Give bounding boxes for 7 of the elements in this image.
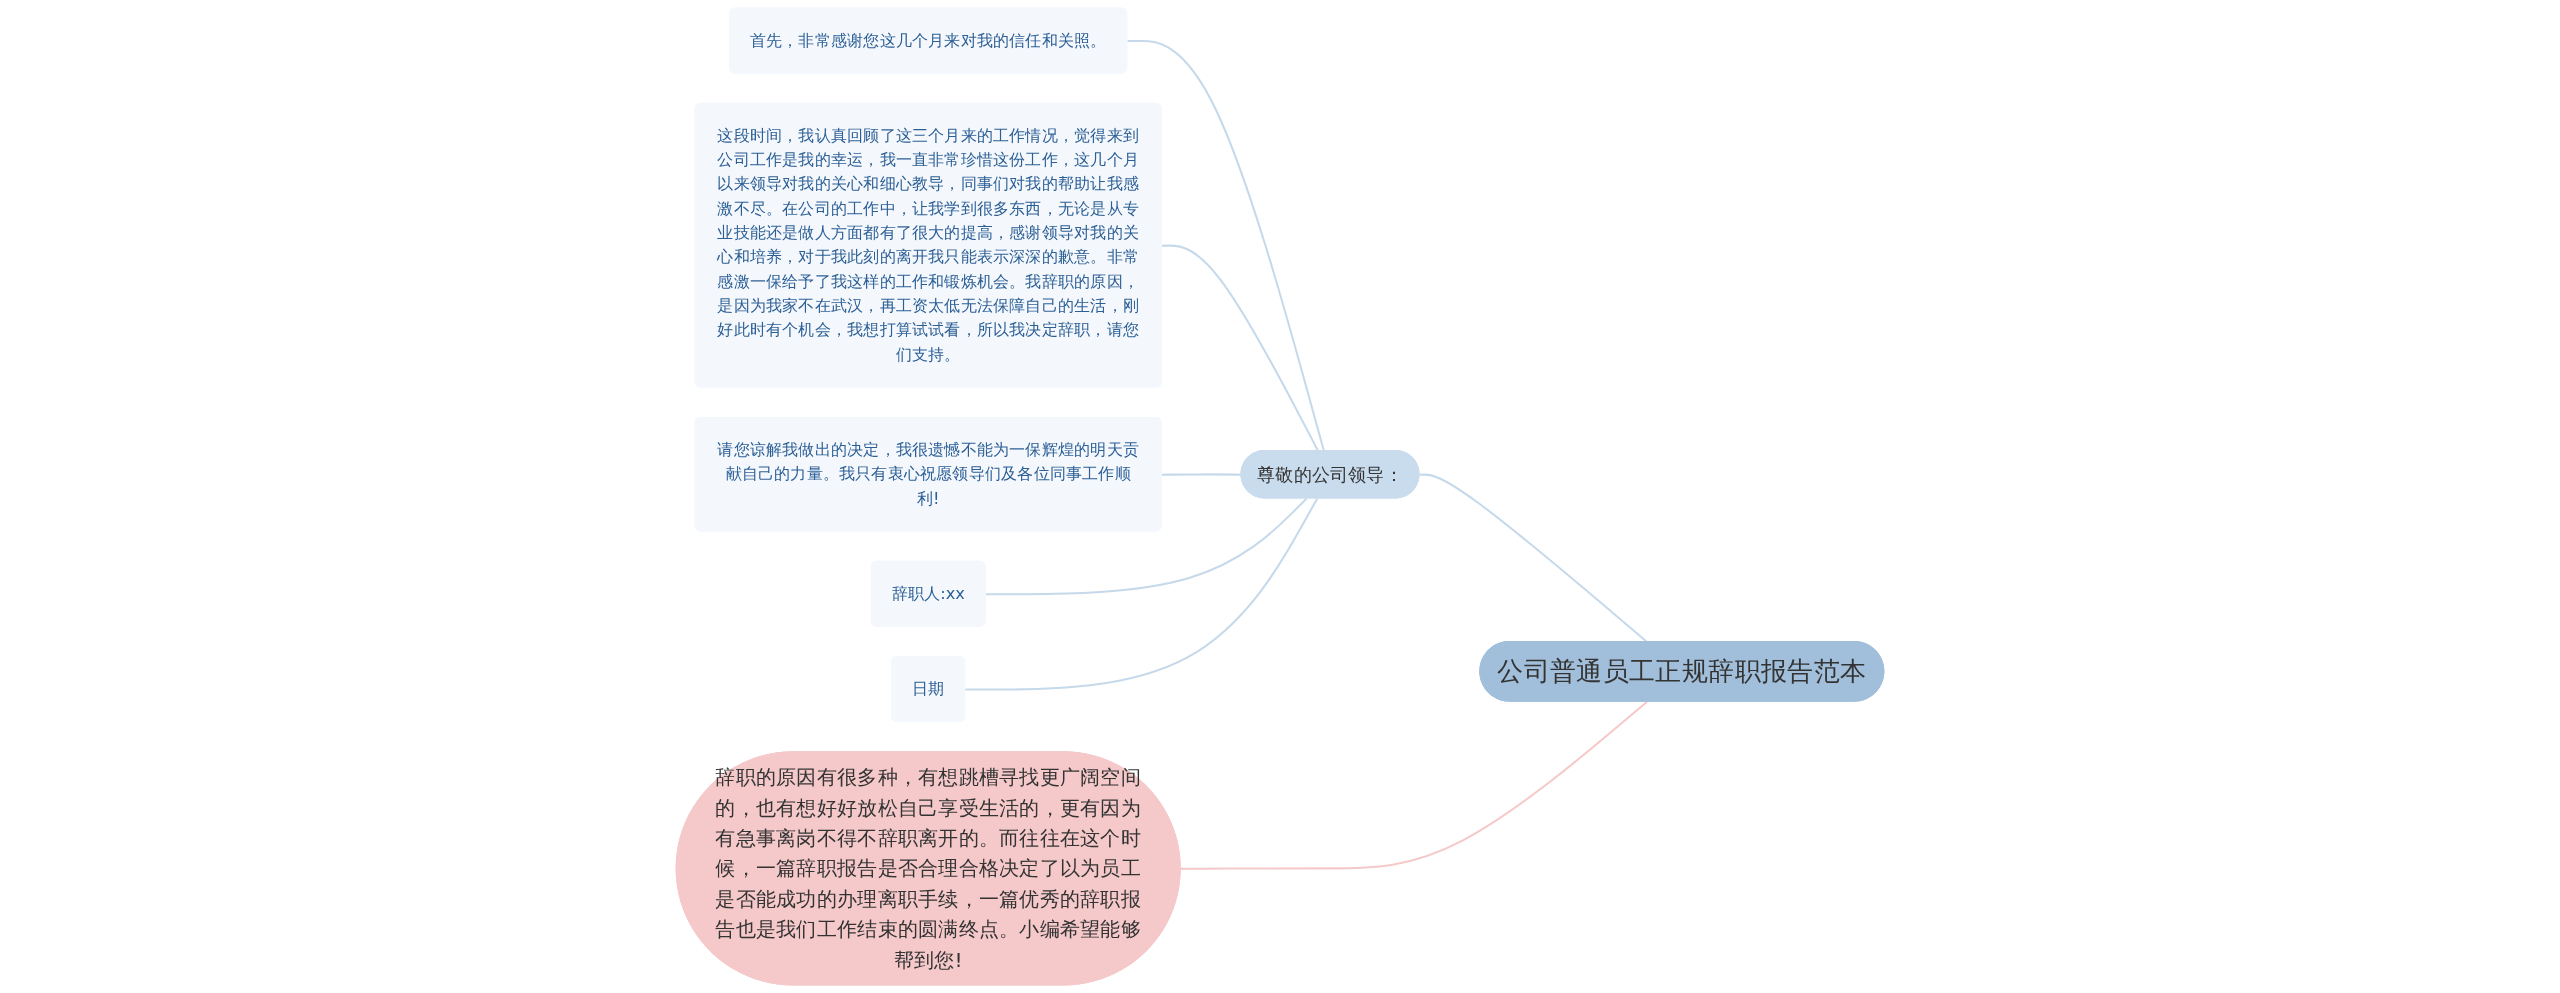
connector — [1419, 473, 1648, 643]
connector — [1161, 473, 1242, 476]
connector — [1161, 244, 1319, 452]
connector — [985, 497, 1308, 596]
connector — [1180, 700, 1648, 870]
connector — [1127, 39, 1325, 452]
connector — [965, 498, 1319, 691]
